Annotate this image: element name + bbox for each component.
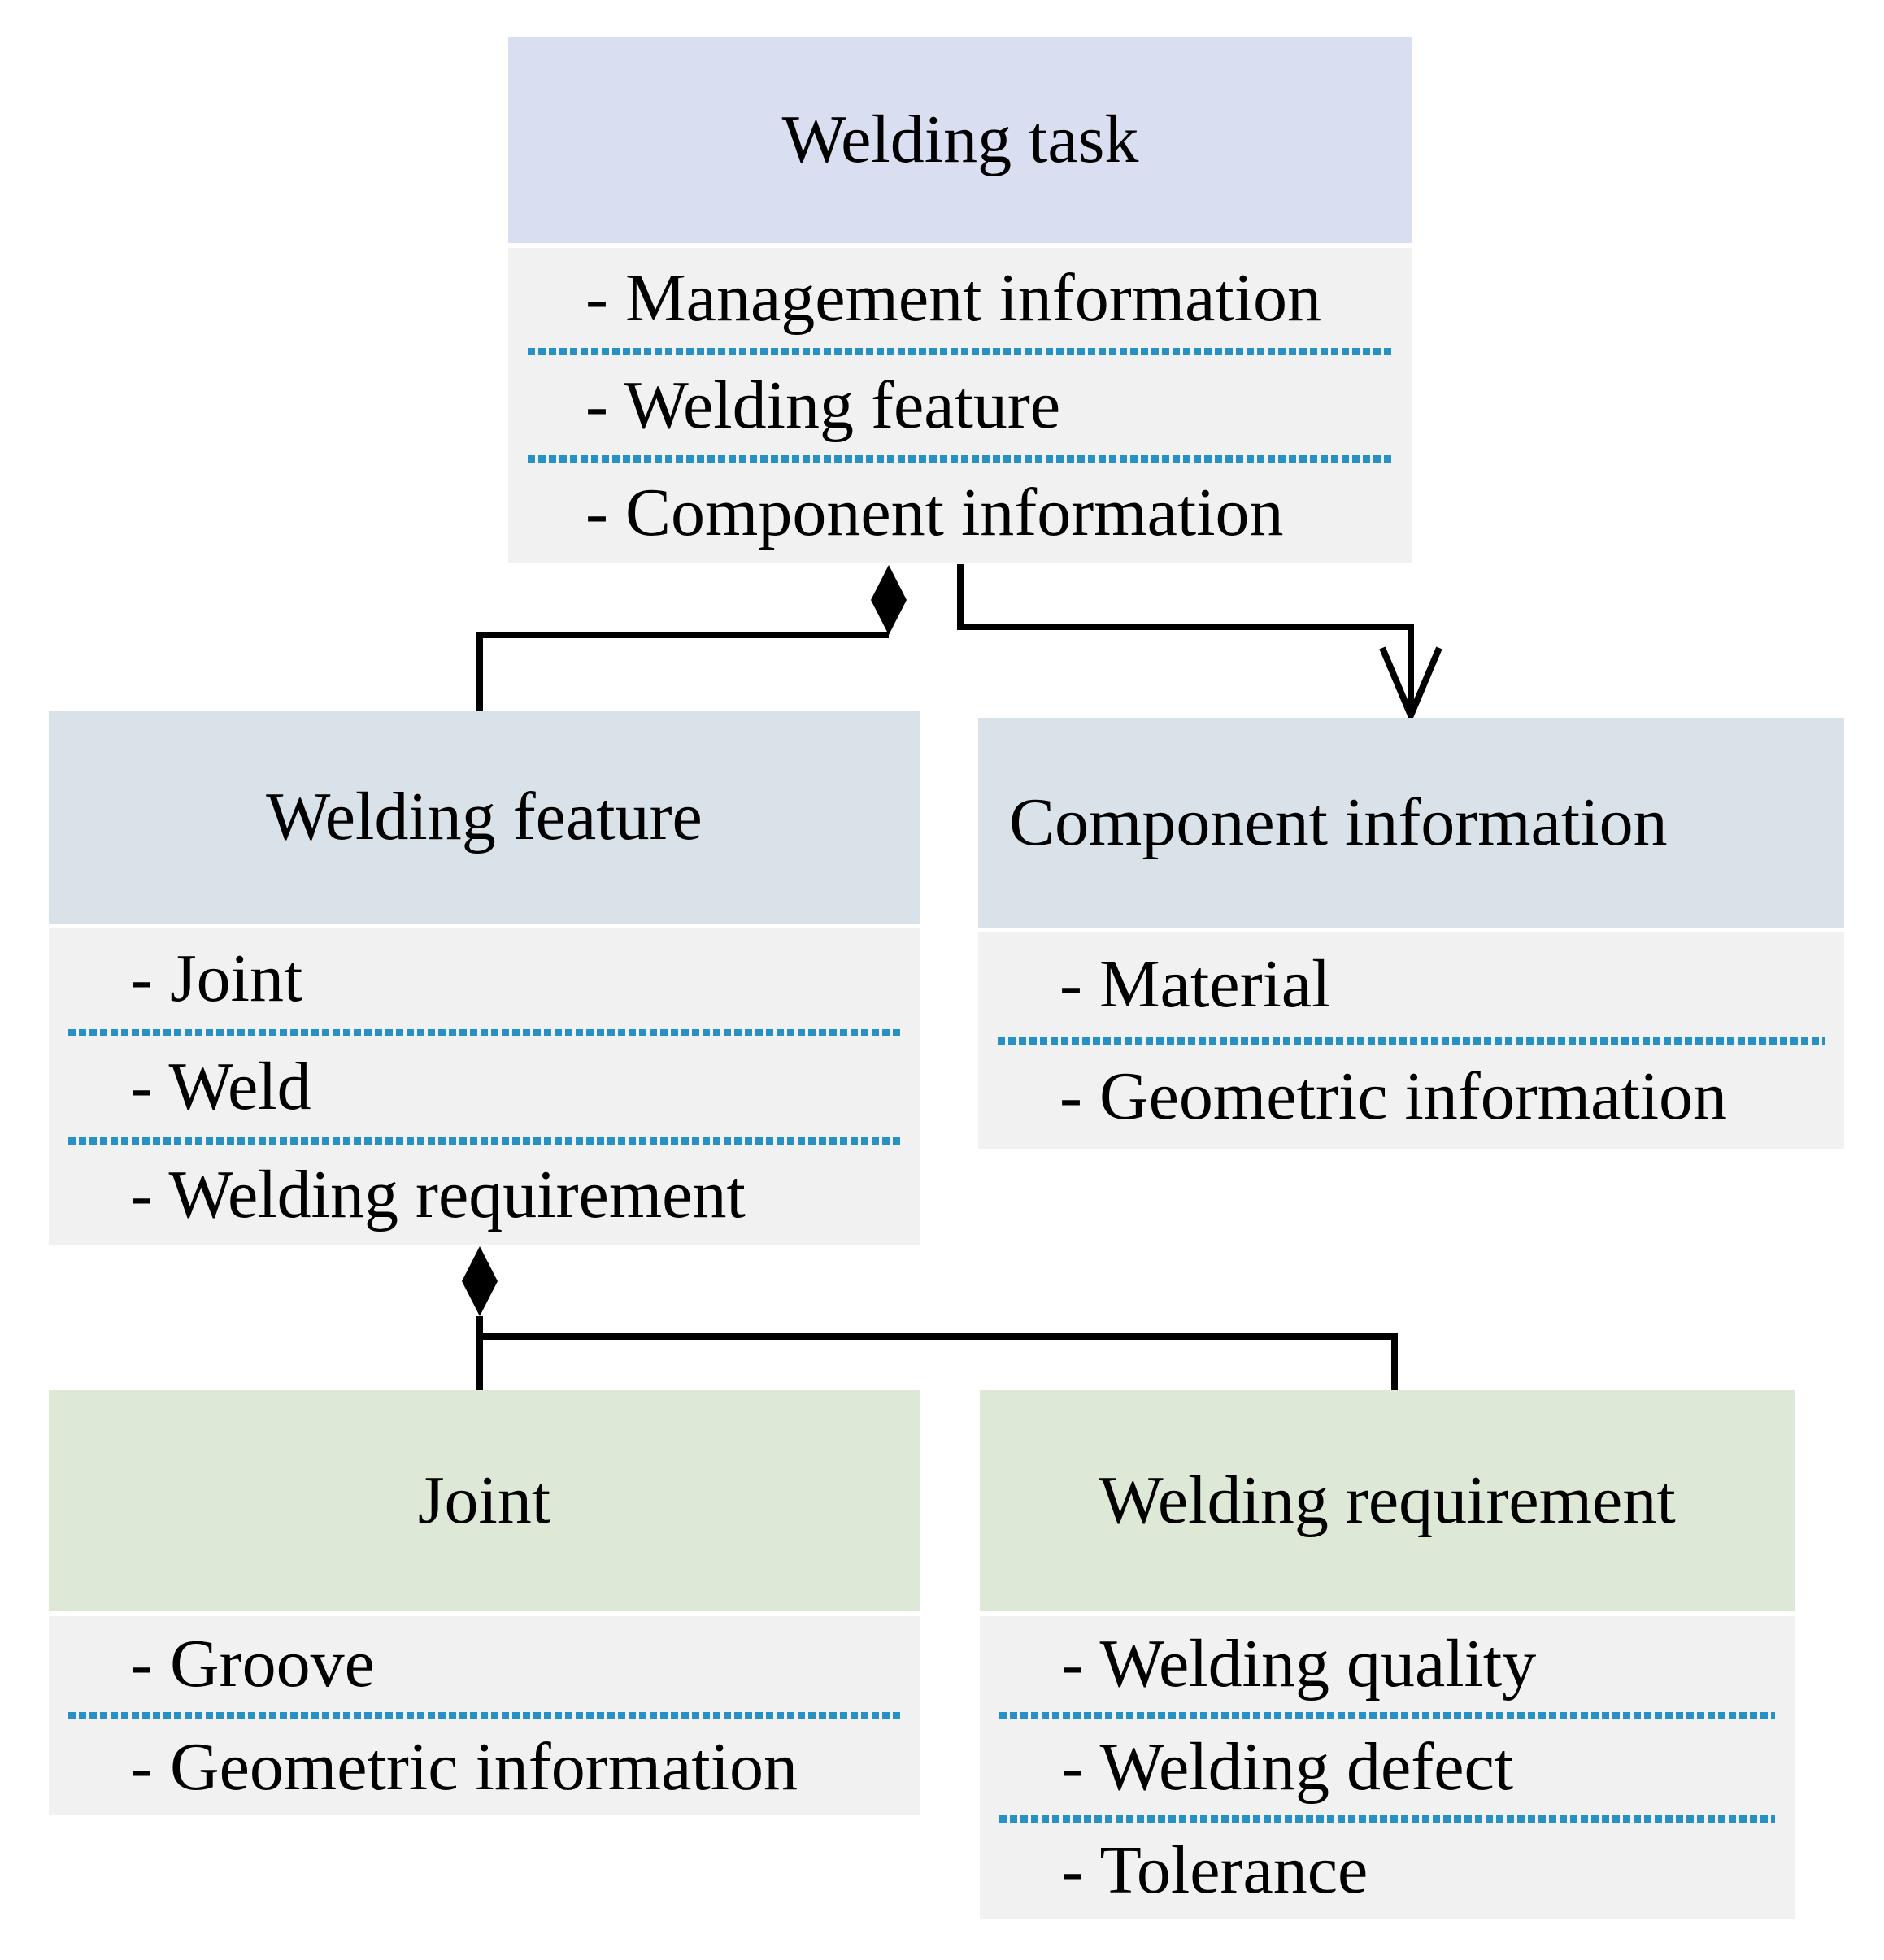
attribute-item: - Component information	[585, 474, 1284, 550]
box-component-information-header: Component information	[978, 718, 1844, 928]
box-title: Welding task	[781, 102, 1139, 177]
attribute-item: - Management information	[585, 259, 1322, 336]
dashed-separator	[998, 1036, 1825, 1045]
attribute-item: - Welding feature	[585, 367, 1061, 443]
connector-line	[957, 564, 1414, 712]
box-component-information: Component information - Material - Geome…	[978, 718, 1844, 1149]
association-connector-task-to-component	[957, 564, 1442, 724]
box-joint: Joint - Groove - Geometric information	[49, 1390, 920, 1815]
attribute-item: - Welding requirement	[130, 1157, 746, 1232]
attribute-item: - Groove	[130, 1626, 375, 1701]
box-welding-task-header: Welding task	[508, 37, 1412, 243]
box-title: Welding requirement	[1099, 1462, 1676, 1538]
dashed-separator	[528, 455, 1393, 463]
box-welding-feature-body: - Joint - Weld - Welding requirement	[49, 928, 920, 1245]
attribute-item: - Welding defect	[1061, 1729, 1514, 1805]
box-welding-task-body: - Management information - Welding featu…	[508, 248, 1412, 563]
aggregation-connector-task-to-feature	[476, 565, 907, 711]
box-joint-body: - Groove - Geometric information	[49, 1616, 920, 1815]
connector-line	[476, 632, 889, 711]
box-title: Component information	[1009, 784, 1668, 860]
attribute-item: - Geometric information	[130, 1729, 798, 1805]
box-welding-requirement: Welding requirement - Welding quality - …	[980, 1390, 1795, 1919]
aggregation-diamond-icon	[871, 565, 907, 635]
box-joint-header: Joint	[49, 1390, 920, 1611]
attribute-item: - Geometric information	[1059, 1058, 1728, 1134]
dashed-separator	[68, 1029, 900, 1036]
connector-line	[480, 1333, 1398, 1390]
aggregation-diamond-icon	[462, 1246, 498, 1316]
aggregation-connector-feature-to-children	[462, 1246, 1398, 1390]
box-component-information-body: - Material - Geometric information	[978, 932, 1844, 1149]
box-welding-requirement-body: - Welding quality - Welding defect - Tol…	[980, 1616, 1795, 1919]
dashed-separator	[528, 348, 1393, 355]
box-welding-feature-header: Welding feature	[49, 711, 920, 924]
box-welding-requirement-header: Welding requirement	[980, 1390, 1795, 1611]
attribute-item: - Joint	[130, 941, 303, 1016]
box-title: Joint	[417, 1462, 551, 1538]
open-arrowhead-icon	[1379, 646, 1442, 724]
attribute-item: - Material	[1059, 946, 1331, 1023]
box-title: Welding feature	[266, 779, 703, 854]
box-welding-task: Welding task - Management information - …	[508, 37, 1412, 563]
dashed-separator	[999, 1712, 1775, 1719]
box-welding-feature: Welding feature - Joint - Weld - Welding…	[49, 711, 920, 1245]
dashed-separator	[68, 1137, 900, 1145]
dashed-separator	[68, 1712, 900, 1719]
attribute-item: - Welding quality	[1061, 1626, 1537, 1701]
attribute-item: - Tolerance	[1061, 1832, 1368, 1908]
dashed-separator	[999, 1815, 1775, 1823]
attribute-item: - Weld	[130, 1049, 311, 1124]
